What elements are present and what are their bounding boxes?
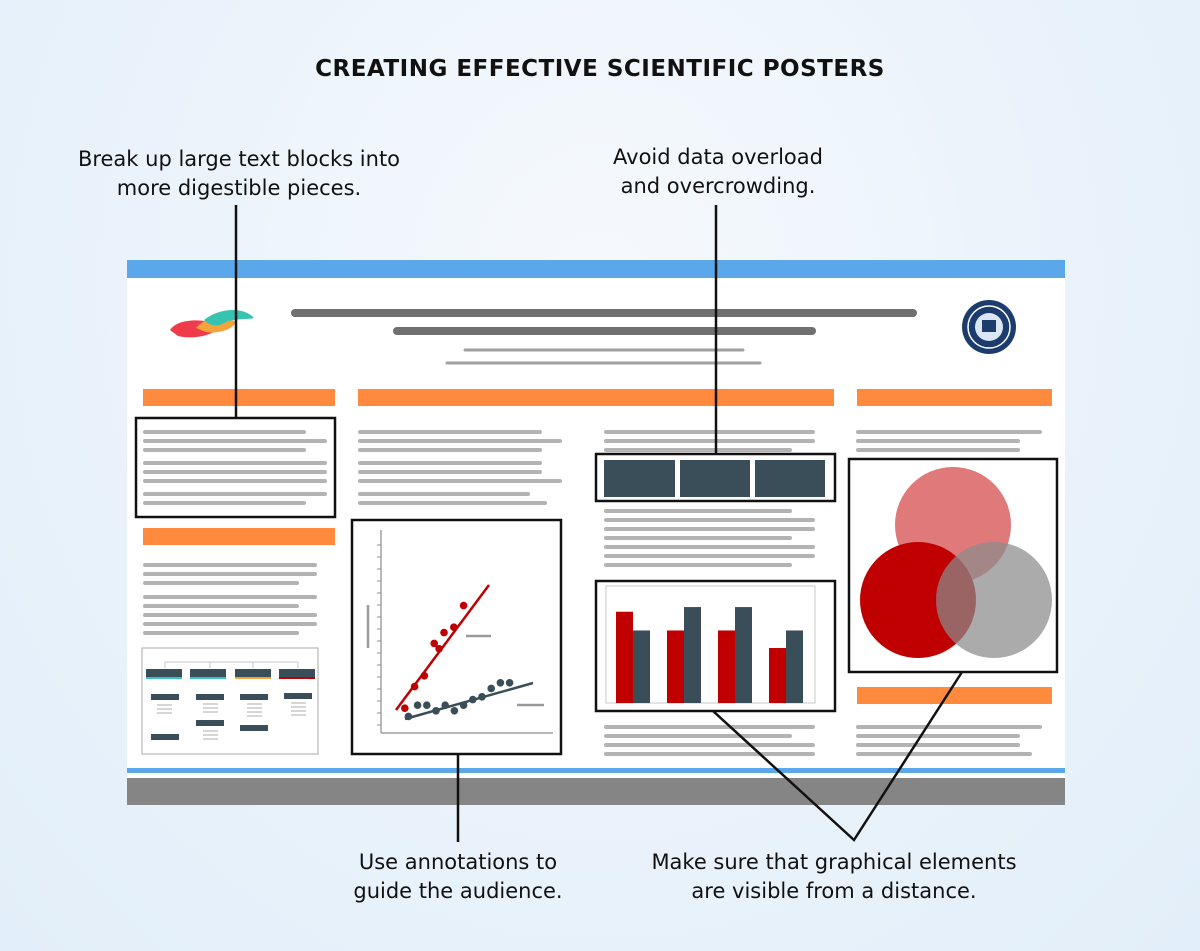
callout-data-overload-line-1: Avoid data overload [613, 145, 823, 169]
callout-pointers [234, 205, 964, 842]
venn-diagram [860, 467, 1052, 658]
callout-text-blocks-line-1: Break up large text blocks into [77, 147, 401, 171]
poster-footer-stripe [127, 768, 1065, 773]
scatter-trendline-dark [404, 681, 534, 721]
callout-annotations: Use annotations to guide the audience. [330, 848, 586, 906]
callout-annotations-line-2: guide the audience. [353, 879, 563, 903]
scatter-point-series-1-2 [410, 682, 419, 691]
poster-footer-bar [127, 778, 1065, 805]
bar-chart [605, 585, 816, 704]
scatter-point-series-2-1 [404, 712, 413, 721]
scatter-point-series-1-3 [420, 672, 429, 680]
bar-series-1-item-2 [667, 630, 684, 703]
bar-series-2-item-3 [735, 607, 752, 703]
scatter-point-series-1-8 [459, 601, 468, 610]
callout-graphics-line-1: Make sure that graphical elements [651, 850, 1017, 874]
poster-header-bar [127, 260, 1065, 278]
bar-series-1-item-3 [718, 630, 735, 703]
scatter-point-series-2-8 [469, 695, 477, 704]
scatter-point-series-1-4 [430, 639, 439, 648]
flowchart-thumbnail [141, 647, 319, 755]
scatter-point-series-2-2 [413, 701, 422, 709]
callout-data-overload-line-2: and overcrowding. [620, 174, 816, 198]
scatter-point-series-2-4 [432, 707, 440, 715]
callout-data-overload: Avoid data overload and overcrowding. [580, 143, 856, 201]
pointer-graphics [712, 671, 964, 842]
page-title: CREATING EFFECTIVE SCIENTIFIC POSTERS [315, 56, 885, 82]
callout-text-blocks: Break up large text blocks into more dig… [60, 145, 418, 203]
text-lines [143, 430, 1042, 756]
venn-circle-right [936, 542, 1052, 658]
scatter-point-series-2-10 [487, 684, 496, 693]
bar-series-2-item-1 [633, 630, 650, 703]
scatter-point-series-2-11 [496, 679, 505, 687]
callout-annotations-line-1: Use annotations to [358, 850, 558, 874]
swirl-logo-icon [170, 309, 254, 338]
bar-chart-frame [605, 585, 816, 704]
callout-graphics-line-2: are visible from a distance. [691, 879, 977, 903]
scatter-point-series-2-5 [441, 701, 450, 709]
scatter-point-series-2-12 [505, 679, 514, 687]
scatter-point-series-2-9 [478, 693, 486, 701]
poster-title-lines [291, 309, 917, 365]
bar-series-1-item-4 [769, 648, 786, 703]
university-seal-icon [962, 300, 1016, 354]
bar-series-1-item-1 [616, 611, 633, 703]
highlight-box-scatter [350, 518, 563, 756]
callout-graphics: Make sure that graphical elements are vi… [620, 848, 1048, 906]
scatter-point-series-1-5 [435, 645, 443, 653]
scatter-point-series-2-3 [423, 701, 431, 709]
table-cells [604, 460, 825, 497]
bar-series-2-item-4 [786, 630, 803, 703]
scatter-point-series-1-6 [440, 628, 448, 637]
scatter-point-series-2-6 [450, 707, 459, 715]
scatter-plot [366, 530, 553, 734]
scatter-point-series-1-1 [401, 704, 409, 712]
bar-series-2-item-2 [684, 607, 701, 703]
callout-text-blocks-line-2: more digestible pieces. [116, 176, 362, 200]
scatter-point-series-2-7 [459, 701, 468, 709]
scatter-point-series-1-7 [450, 623, 458, 631]
